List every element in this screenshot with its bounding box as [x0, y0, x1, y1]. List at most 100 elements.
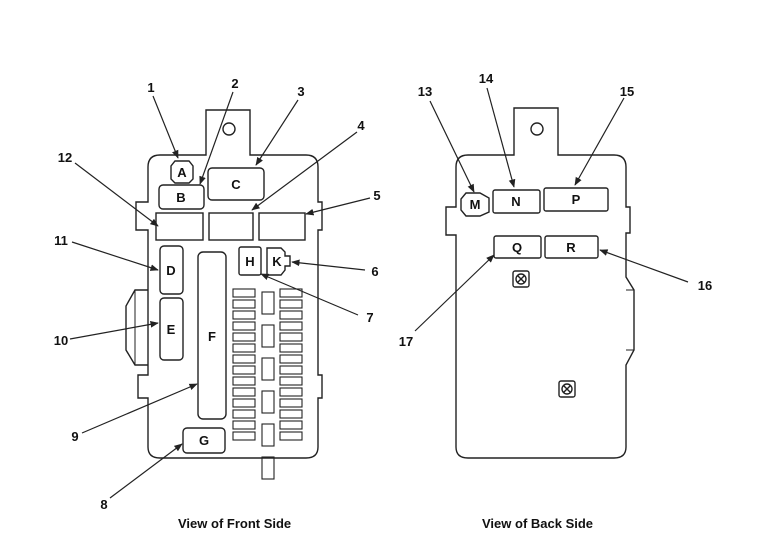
- mini-fuse: [232, 431, 256, 441]
- fuse-box-P: [543, 187, 609, 212]
- mini-fuse: [279, 365, 303, 375]
- leader-11: [71, 241, 159, 271]
- fuse-box-A: [170, 160, 194, 184]
- leader-15: [574, 97, 625, 186]
- fuse-box-D: [159, 245, 184, 295]
- mini-fuse: [279, 354, 303, 364]
- mini-fuse: [232, 387, 256, 397]
- slot-4: [208, 212, 254, 241]
- mini-fuse: [232, 398, 256, 408]
- slot-5: [258, 212, 306, 241]
- label-P: P: [572, 192, 581, 207]
- callout-8: 8: [100, 497, 107, 512]
- leader-14: [486, 87, 516, 188]
- mini-fuse: [279, 409, 303, 419]
- mini-fuse: [279, 343, 303, 353]
- leader-6: [291, 259, 366, 271]
- mini-fuse: [279, 299, 303, 309]
- callout-7: 7: [366, 310, 373, 325]
- label-C: C: [231, 177, 241, 192]
- fuse-box-R: [544, 235, 599, 259]
- label-H: H: [245, 254, 254, 269]
- callout-2: 2: [231, 76, 238, 91]
- callout-11: 11: [54, 233, 68, 248]
- label-D: D: [166, 263, 175, 278]
- mini-fuse-tall: [261, 456, 275, 480]
- mini-fuse: [232, 343, 256, 353]
- mini-fuse: [232, 299, 256, 309]
- mini-fuse-tall: [261, 423, 275, 447]
- mini-fuse-tall: [261, 291, 275, 315]
- mini-fuse: [279, 332, 303, 342]
- label-E: E: [167, 322, 176, 337]
- callout-1: 1: [147, 80, 154, 95]
- mini-fuse-tall: [261, 390, 275, 414]
- callout-15: 15: [620, 84, 634, 99]
- front-housing-outline: [135, 109, 323, 459]
- fuse-box-C: [207, 167, 265, 201]
- callout-5: 5: [373, 188, 380, 203]
- label-G: G: [199, 433, 209, 448]
- fuse-box-F: [197, 251, 227, 420]
- fuse-box-G: [182, 427, 226, 454]
- fuse-box-B: [158, 184, 205, 210]
- back-mount-hole: [530, 122, 544, 136]
- mini-fuse: [232, 321, 256, 331]
- front-fuse-box: [125, 109, 323, 459]
- screw-icon: [558, 380, 576, 398]
- callout-4: 4: [357, 118, 365, 133]
- callout-9: 9: [71, 429, 78, 444]
- mini-fuse: [232, 332, 256, 342]
- fuse-box-H: [238, 246, 262, 276]
- label-R: R: [566, 240, 576, 255]
- mini-fuse: [232, 288, 256, 298]
- label-B: B: [176, 190, 185, 205]
- leader-12: [74, 162, 159, 227]
- leader-16: [599, 249, 689, 283]
- mini-fuse: [279, 431, 303, 441]
- callout-10: 10: [54, 333, 68, 348]
- mini-fuse: [279, 398, 303, 408]
- mini-fuse: [232, 310, 256, 320]
- mini-fuse: [232, 376, 256, 386]
- leader-10: [69, 321, 159, 340]
- mini-fuse: [232, 420, 256, 430]
- leader-7: [260, 273, 359, 316]
- callout-13: 13: [418, 84, 432, 99]
- fuse-box-E: [159, 297, 184, 361]
- label-F: F: [208, 329, 216, 344]
- back-fuse-box: [445, 107, 635, 459]
- mini-fuse-tall: [261, 357, 275, 381]
- label-M: M: [470, 197, 481, 212]
- leader-13: [429, 100, 475, 193]
- screw-icon: [512, 270, 530, 288]
- fuse-box-M: [460, 192, 490, 217]
- leader-5: [305, 197, 371, 216]
- callout-14: 14: [479, 71, 494, 86]
- front-mount-hole: [222, 122, 236, 136]
- mini-fuse: [232, 365, 256, 375]
- leader-4: [251, 131, 358, 211]
- fuse-box-N: [492, 189, 541, 214]
- leader-9: [81, 383, 198, 434]
- front-side-caption: View of Front Side: [178, 516, 292, 531]
- callout-3: 3: [297, 84, 304, 99]
- fuse-box-Q: [493, 235, 542, 259]
- leader-17: [414, 254, 495, 332]
- label-N: N: [511, 194, 520, 209]
- leader-8: [109, 443, 183, 499]
- callout-17: 17: [399, 334, 413, 349]
- mini-fuse: [232, 354, 256, 364]
- label-K: K: [272, 254, 282, 269]
- mini-fuse: [279, 310, 303, 320]
- callout-16: 16: [698, 278, 712, 293]
- callout-12: 12: [58, 150, 72, 165]
- mini-fuse-array: [232, 288, 303, 480]
- fuse-box-K: [266, 247, 291, 276]
- mini-fuse: [279, 288, 303, 298]
- mini-fuse: [232, 409, 256, 419]
- slot-12: [155, 212, 204, 241]
- mini-fuse: [279, 321, 303, 331]
- mini-fuse-tall: [261, 324, 275, 348]
